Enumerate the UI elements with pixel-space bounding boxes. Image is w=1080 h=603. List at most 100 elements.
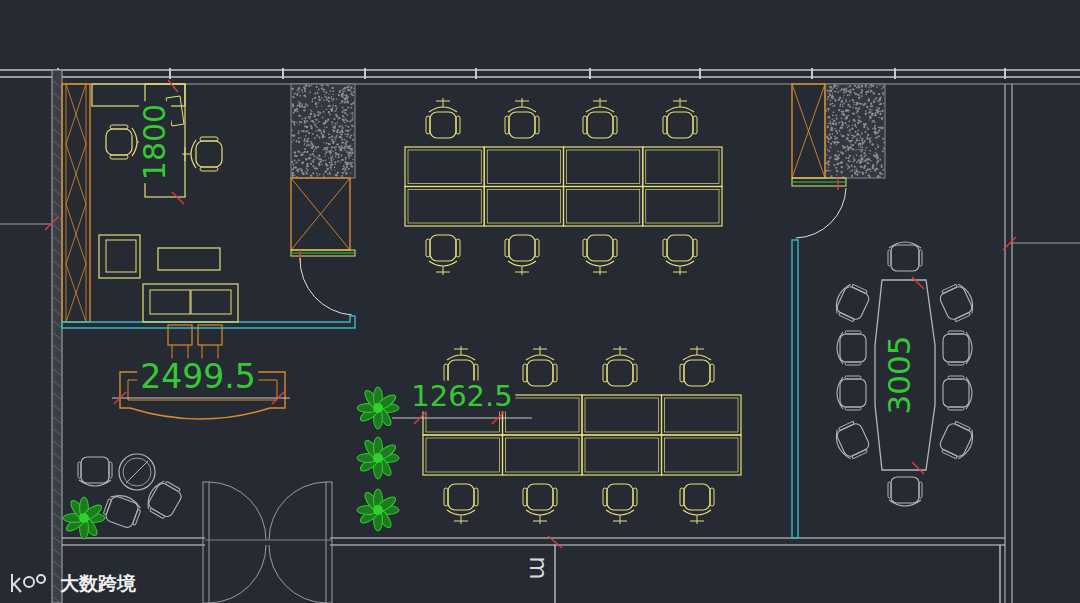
- column-speckle: [872, 164, 874, 166]
- chair-arm: [200, 137, 218, 141]
- column-speckle: [853, 119, 855, 121]
- chair-arm: [888, 250, 891, 266]
- column-speckle: [299, 124, 300, 125]
- column-speckle: [868, 89, 869, 90]
- column-speckle: [848, 115, 850, 117]
- column-speckle: [330, 90, 332, 92]
- column-speckle: [344, 150, 346, 152]
- column-speckle: [850, 170, 852, 172]
- column-speckle: [856, 167, 857, 168]
- column-speckle: [298, 130, 300, 132]
- column-speckle: [828, 141, 830, 143]
- wall-hatch: [52, 236, 62, 244]
- chair-back: [837, 332, 843, 364]
- column-speckle: [292, 136, 293, 137]
- column-speckle: [298, 115, 300, 117]
- column-speckle: [291, 161, 293, 163]
- column-speckle: [835, 115, 837, 117]
- wall-hatch: [52, 356, 62, 364]
- column-speckle: [343, 109, 345, 111]
- column-speckle: [327, 118, 329, 120]
- chair-back: [526, 510, 554, 515]
- chair-arm: [680, 488, 684, 506]
- window-mullion: [1004, 68, 1006, 79]
- column-speckle: [830, 86, 832, 88]
- column-speckle: [349, 137, 351, 139]
- column-speckle: [855, 141, 857, 143]
- column-speckle: [313, 122, 315, 124]
- wardrobe-cross: [66, 84, 86, 144]
- wall-hatch: [52, 272, 62, 280]
- column-speckle: [852, 113, 854, 115]
- column-speckle: [859, 160, 861, 162]
- column-speckle: [318, 129, 320, 131]
- column-outline: [291, 84, 355, 178]
- chair-arm: [444, 488, 448, 506]
- column-speckle: [333, 118, 335, 120]
- column-speckle: [858, 171, 860, 173]
- column-speckle: [329, 161, 331, 163]
- column-speckle: [338, 160, 339, 161]
- column-speckle: [323, 99, 325, 101]
- column-speckle: [859, 116, 861, 118]
- column-speckle: [834, 105, 836, 107]
- column-speckle: [341, 175, 343, 177]
- wall-hatch: [52, 128, 62, 136]
- column-speckle: [860, 147, 861, 148]
- column-speckle: [835, 167, 837, 169]
- column-speckle: [841, 110, 843, 112]
- chair-back: [606, 510, 634, 515]
- chair-seat: [527, 484, 553, 510]
- column-speckle: [296, 94, 297, 95]
- column-speckle: [858, 159, 860, 161]
- glass-partition: [62, 240, 798, 538]
- column-speckle: [325, 91, 327, 93]
- column-speckle: [858, 143, 860, 145]
- column-speckle: [315, 103, 317, 105]
- column-speckle: [341, 93, 343, 95]
- column-speckle: [834, 154, 836, 156]
- column-speckle: [861, 90, 863, 92]
- plant: [63, 497, 105, 539]
- chair-arm: [426, 239, 430, 257]
- column-speckle: [349, 145, 351, 147]
- chair-arm: [919, 482, 922, 498]
- column-speckle: [293, 121, 295, 123]
- column-speckle: [837, 151, 839, 153]
- logo-mark: [37, 575, 45, 583]
- column-speckle: [882, 93, 884, 95]
- column-speckle: [310, 125, 312, 127]
- column-speckle: [328, 137, 330, 139]
- column-speckle: [349, 162, 351, 164]
- column-speckle: [860, 143, 862, 145]
- column-speckle: [841, 100, 843, 102]
- column-speckle: [831, 102, 833, 104]
- chair-back: [526, 355, 554, 360]
- column-speckle: [869, 140, 871, 142]
- chair-seat: [448, 484, 474, 510]
- chair-back: [586, 261, 614, 266]
- dimension-tick: [492, 412, 504, 424]
- column-speckle: [296, 122, 297, 123]
- column-speckle: [855, 104, 857, 106]
- column-speckle: [861, 157, 863, 159]
- column-speckle: [869, 116, 871, 118]
- column-speckle: [877, 112, 879, 114]
- column-speckle: [827, 149, 829, 151]
- chair-stem: [690, 521, 704, 522]
- wall-hatch: [52, 92, 62, 100]
- meeting-chair: [888, 477, 922, 506]
- round-table: [123, 458, 151, 486]
- column-speckle: [863, 142, 865, 144]
- column-speckle: [877, 169, 878, 170]
- column-speckle: [335, 105, 337, 107]
- column-speckle: [301, 118, 303, 120]
- chair-back: [958, 430, 977, 462]
- chair-back: [666, 261, 694, 266]
- column-speckle: [865, 131, 867, 133]
- column-speckle: [340, 136, 342, 138]
- column-speckle: [301, 169, 303, 171]
- workstation-desk: [643, 187, 722, 227]
- column-speckle: [841, 135, 843, 137]
- column-speckle: [847, 109, 849, 111]
